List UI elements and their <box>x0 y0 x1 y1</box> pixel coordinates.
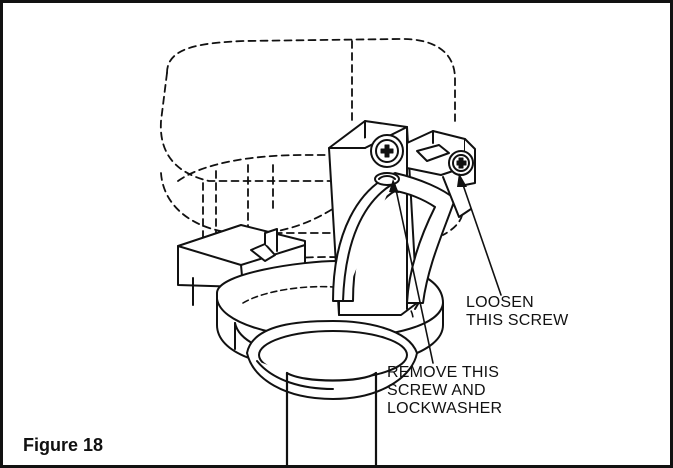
callout-loosen-line-1: LOOSEN <box>466 294 534 311</box>
leader-loosen <box>460 178 502 296</box>
downrod-pipe <box>285 371 378 465</box>
arrowhead-remove <box>389 179 399 193</box>
callout-loosen-screw: LOOSEN THIS SCREW <box>466 294 568 330</box>
arrowhead-loosen <box>457 173 467 187</box>
callout-loosen-line-2: THIS SCREW <box>466 312 569 329</box>
callout-remove-line-3: LOCKWASHER <box>387 400 503 417</box>
leader-lines <box>394 178 502 364</box>
leader-arrowheads <box>389 173 467 193</box>
figure-caption: Figure 18 <box>23 435 104 455</box>
callout-remove-screw: REMOVE THIS SCREW AND LOCKWASHER <box>387 364 502 418</box>
leader-remove <box>394 184 434 364</box>
screw-loosen <box>448 150 474 176</box>
callout-remove-line-2: SCREW AND <box>387 382 486 399</box>
fan-mount-illustration <box>160 38 502 465</box>
screw-remove <box>370 134 404 186</box>
callout-remove-line-1: REMOVE THIS <box>387 364 500 381</box>
